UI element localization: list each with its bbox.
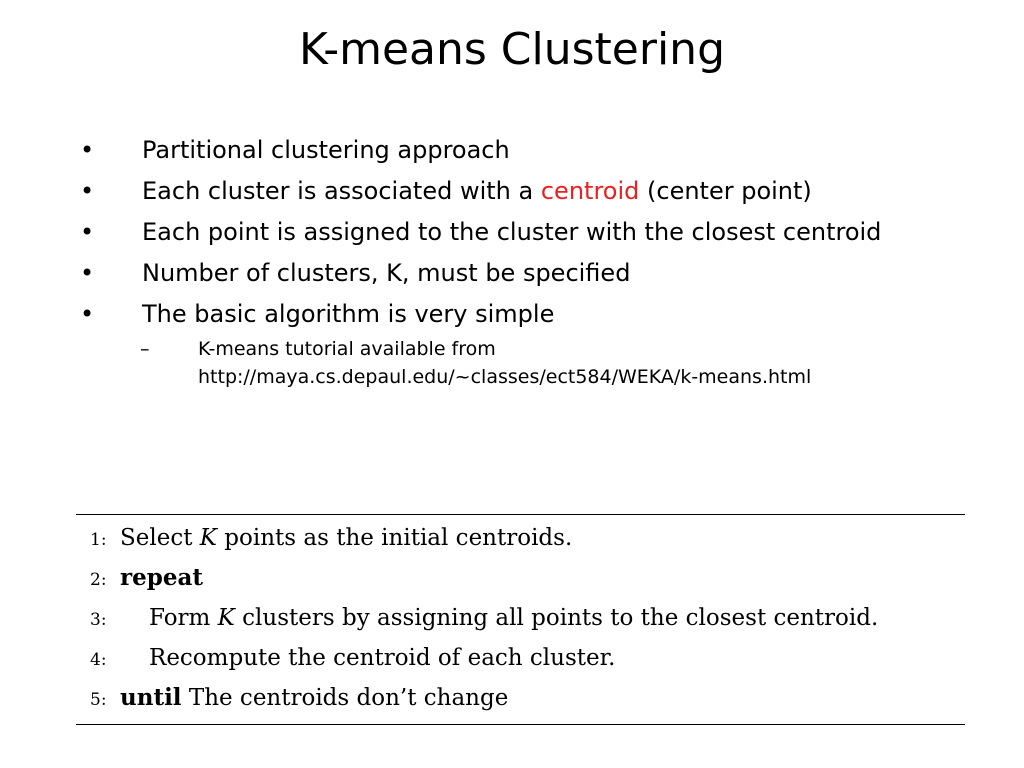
bullet-text: (center point) [639, 177, 812, 205]
keyword-repeat: repeat [120, 564, 203, 591]
algorithm-text: Recompute the centroid of each cluster. [149, 645, 616, 671]
bullet-item: • Partitional clustering approach [80, 130, 1000, 171]
keyword-until: until [120, 684, 182, 711]
algorithm-line: 3: Form K clusters by assigning all point… [76, 598, 878, 638]
bullet-text: Each cluster is associated with a [142, 177, 541, 205]
bullet-item: • Number of clusters, K, must be specifi… [80, 253, 1000, 294]
algorithm-line: 2: repeat [76, 558, 203, 598]
bullet-list: • Partitional clustering approach • Each… [80, 130, 1000, 391]
algorithm-line-body: Select K points as the initial centroids… [120, 518, 572, 558]
line-number: 2: [90, 570, 107, 590]
slide-title: K-means Clustering [298, 24, 725, 75]
bullet-mark: • [80, 218, 95, 246]
bullet-mark: • [80, 136, 95, 164]
bullet-text: Partitional clustering approach [142, 136, 510, 164]
algorithm-line: 5: until The centroids don’t change [76, 678, 508, 718]
highlight-centroid: centroid [540, 177, 640, 205]
sub-bullet-text: K-means tutorial available from [198, 338, 496, 360]
line-number: 1: [90, 530, 107, 550]
bullet-mark: • [80, 177, 95, 205]
tutorial-url: http://maya.cs.depaul.edu/~classes/ect58… [198, 366, 812, 388]
algorithm-text: The centroids don’t change [181, 685, 509, 711]
line-number: 4: [90, 650, 107, 670]
dash-mark: – [140, 338, 150, 360]
variable-k: K [217, 605, 235, 631]
bullet-mark: • [80, 300, 95, 328]
bullet-item: • Each cluster is associated with a cent… [80, 171, 1000, 212]
algorithm-line-body: Form K clusters by assigning all points … [120, 598, 878, 638]
bullet-text: The basic algorithm is very simple [142, 300, 555, 328]
algorithm-text: clusters by assigning all points to the … [234, 605, 879, 631]
bullet-text: Number of clusters, K, must be specified [142, 259, 631, 287]
variable-k: K [199, 525, 217, 551]
algorithm-line: 4: Recompute the centroid of each cluster… [76, 638, 615, 678]
bullet-item: • The basic algorithm is very simple [80, 294, 1000, 335]
kmeans-algorithm-box: 1: Select K points as the initial centroi… [76, 514, 965, 725]
sub-bullet-item: – K-means tutorial available from http:/… [80, 335, 1000, 391]
algorithm-text: points as the initial centroids. [216, 525, 573, 551]
bullet-item: • Each point is assigned to the cluster … [80, 212, 1000, 253]
algorithm-line-body: until The centroids don’t change [120, 678, 508, 718]
algorithm-text: Form [149, 605, 218, 631]
algorithm-text: Select [120, 525, 200, 551]
algorithm-line: 1: Select K points as the initial centroi… [76, 518, 572, 558]
line-number: 3: [90, 610, 107, 630]
line-number: 5: [90, 690, 107, 710]
bullet-text: Each point is assigned to the cluster wi… [142, 218, 882, 246]
bullet-mark: • [80, 259, 95, 287]
